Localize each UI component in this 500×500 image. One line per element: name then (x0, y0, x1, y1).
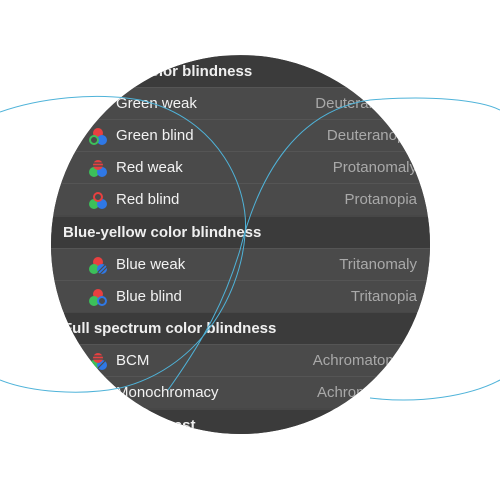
red-blind-icon (89, 192, 107, 209)
filter-type: Tritanomaly (339, 256, 417, 273)
blue-blind-icon (89, 289, 107, 306)
filter-name: Green weak (116, 95, 197, 112)
section-title: Red-green color blindness (63, 63, 253, 80)
filter-type: Tritanopia (350, 288, 417, 305)
list-item-blue-blind[interactable]: Blue blind Tritanopia (51, 280, 430, 312)
list-item-green-blind[interactable]: Green blind Deuteranopia (51, 119, 430, 151)
filter-name: Blue weak (116, 256, 186, 273)
section-title: Full spectrum color blindness (63, 320, 277, 337)
filter-type: Deuteranomaly (315, 95, 417, 112)
filter-name: Red blind (116, 191, 180, 208)
section-header-blue-yellow: Blue-yellow color blindness (51, 217, 430, 248)
filter-type: Protanopia (344, 191, 417, 208)
blue-weak-icon (89, 257, 108, 275)
section-header-full-spectrum: Full spectrum color blindness (51, 313, 430, 344)
bcm-icon (89, 353, 107, 370)
section-header-red-green: Red-green color blindness (51, 56, 430, 87)
list-item-green-weak[interactable]: Green weak Deuteranomaly (51, 87, 430, 119)
monochromacy-icon (89, 385, 107, 402)
list-item-red-blind[interactable]: Red blind Protanopia (51, 183, 430, 215)
list-item-red-weak[interactable]: Red weak Protanomaly (51, 151, 430, 183)
filter-name: Green blind (116, 127, 194, 144)
green-blind-icon (89, 128, 107, 145)
filter-name: BCM (116, 352, 150, 369)
green-weak-icon (89, 96, 107, 113)
red-weak-icon (89, 160, 107, 177)
filter-type: Protanomaly (332, 159, 417, 176)
list-item-monochromacy[interactable]: Monochromacy Achromatopsia (51, 376, 430, 408)
filter-type: Achromatomaly (312, 352, 417, 369)
list-item-bcm[interactable]: BCM Achromatomaly (51, 344, 430, 376)
filter-type: Deuteranopia (326, 127, 417, 144)
section-title: Utilities & contrast (63, 417, 196, 434)
filter-name: Red weak (116, 159, 183, 176)
filter-type: Achromatopsia (316, 384, 417, 401)
section-title: Blue-yellow color blindness (63, 224, 262, 241)
filter-name: Blue blind (116, 288, 182, 305)
list-item-blue-weak[interactable]: Blue weak Tritanomaly (51, 248, 430, 280)
filter-name: Monochromacy (116, 384, 219, 401)
section-header-utilities: Utilities & contrast (51, 410, 430, 434)
magnifier-lens: Red-green color blindness Green weak Deu… (51, 55, 430, 434)
